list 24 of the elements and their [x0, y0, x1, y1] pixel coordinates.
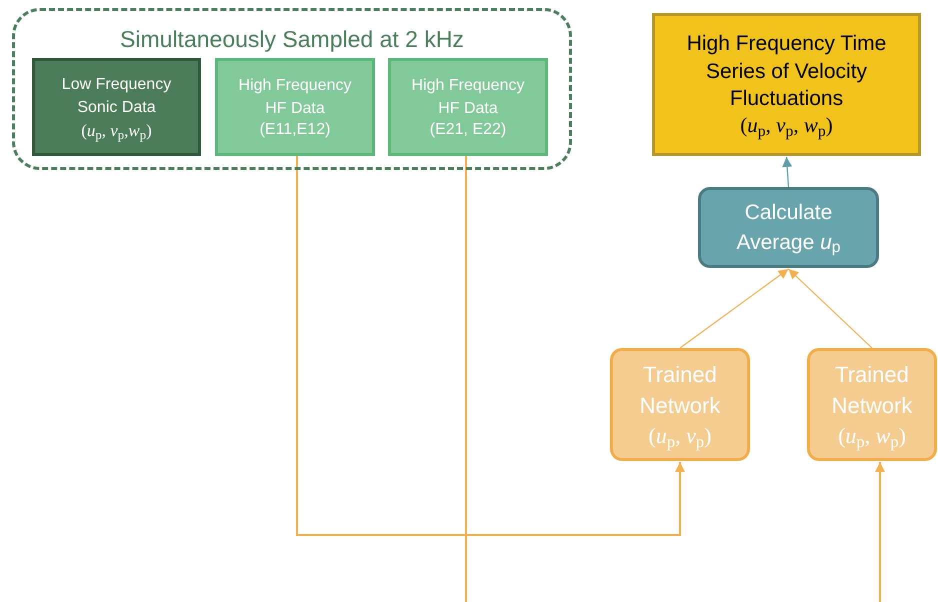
node-text: High Frequency HF Data: [238, 76, 352, 119]
arrow: [788, 268, 872, 348]
node-text: Calculate Average u$_{p}$: [735, 200, 842, 257]
node-text: (u$_{p}$, v$_{p}$,w$_{p}$): [81, 120, 152, 141]
data-box: [388, 58, 548, 156]
node-text: Simultaneously Sampled at 2 kHz: [119, 25, 465, 54]
node-text: (u$_{p}$, w$_{p}$): [838, 422, 906, 450]
node-text: Low Frequency Sonic Data: [60, 75, 172, 118]
data-box: [32, 58, 201, 156]
node-text: (u$_{p}$, v$_{p}$): [648, 422, 712, 450]
arrow: [782, 156, 792, 188]
process-box: [698, 187, 879, 268]
dashed-group: [12, 8, 572, 170]
data-box: [215, 58, 375, 156]
node-text: (E11,E12): [260, 120, 330, 140]
node-text: (E21, E22): [430, 120, 506, 140]
network-box: [610, 348, 750, 461]
node-text: High Frequency HF Data: [410, 76, 526, 119]
node-text: (u$_{p}$, v$_{p}$, w$_{p}$): [740, 112, 833, 139]
arrow: [875, 462, 885, 602]
network-box: [807, 348, 937, 461]
output-box: [652, 13, 921, 156]
arrow: [680, 268, 789, 348]
arrow: [296, 156, 685, 536]
